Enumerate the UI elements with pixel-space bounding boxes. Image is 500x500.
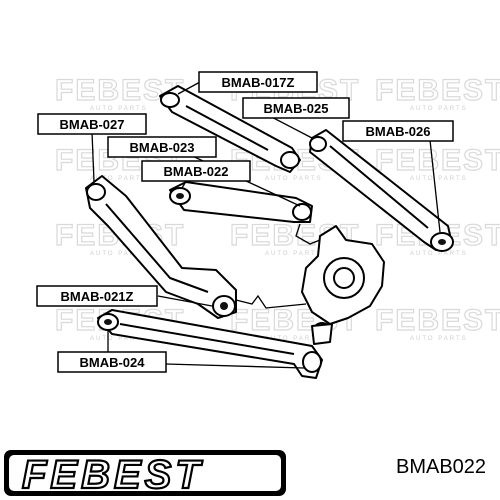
label-026: BMAB-026 [342, 120, 454, 142]
bushing-021z-core [220, 302, 228, 310]
label-box [198, 71, 318, 93]
bushing-022-core [176, 193, 184, 199]
febest-logo: FEBEST [4, 450, 286, 498]
bushing-017z [160, 92, 180, 108]
label-027: BMAB-027 [37, 113, 147, 135]
hub-center [333, 267, 355, 289]
watermark-brand: FEBEST [375, 74, 500, 107]
watermark-brand: FEBEST [375, 304, 500, 337]
label-017z: BMAB-017Z [198, 71, 318, 93]
leader-017z [177, 81, 201, 95]
bushing-026-core [438, 239, 446, 245]
watermark-tagline: AUTO PARTS [265, 336, 323, 342]
leader-026 [429, 139, 441, 233]
label-text: BMAB-021Z [61, 289, 134, 304]
watermark-tagline: AUTO PARTS [265, 176, 323, 182]
trailing-arm-rib [105, 203, 209, 293]
leader-027 [91, 131, 95, 183]
label-box [36, 285, 158, 307]
bushing-025 [309, 136, 327, 152]
part-number: BMAB022 [396, 456, 487, 478]
bushing-024-core [104, 319, 112, 325]
label-023: BMAB-023 [107, 136, 217, 158]
logo-text: FEBEST [22, 453, 204, 497]
label-box [141, 160, 251, 182]
label-text: BMAB-026 [365, 124, 430, 139]
watermark-tagline: AUTO PARTS [410, 336, 468, 342]
bushing-024-outer [302, 351, 322, 373]
label-024: BMAB-024 [57, 351, 167, 373]
label-box [342, 120, 454, 142]
label-box [107, 136, 217, 158]
label-box [57, 351, 167, 373]
label-021z: BMAB-021Z [36, 285, 158, 307]
watermark-tagline: AUTO PARTS [265, 251, 323, 257]
leader-024-b [165, 363, 305, 369]
lower-arm [97, 309, 323, 379]
watermark-tagline: AUTO PARTS [410, 176, 468, 182]
zigzag-link [235, 294, 307, 309]
trailing-arm [85, 175, 237, 319]
label-text: BMAB-027 [59, 117, 124, 132]
label-box [242, 97, 350, 119]
watermark-brand: FEBEST [375, 144, 500, 177]
lower-arm-rib [119, 323, 295, 355]
watermark-tagline: AUTO PARTS [410, 251, 468, 257]
watermark-tagline: AUTO PARTS [90, 176, 148, 182]
watermark-tagline: AUTO PARTS [90, 106, 148, 112]
label-text: BMAB-025 [263, 101, 328, 116]
knuckle-lower-ear [311, 323, 333, 345]
zigzag-link-2 [295, 223, 321, 245]
logo-inner [9, 455, 281, 491]
watermark-tagline: AUTO PARTS [90, 336, 148, 342]
leader-021z [157, 295, 213, 307]
label-text: BMAB-023 [129, 140, 194, 155]
watermark-tagline: AUTO PARTS [90, 251, 148, 257]
toe-link-rib [329, 145, 429, 229]
parts-layer [85, 85, 454, 379]
label-text: BMAB-024 [79, 355, 145, 370]
bushing-017z-outer [280, 151, 300, 169]
upper-arm-rib [185, 105, 269, 151]
label-text: BMAB-017Z [222, 75, 295, 90]
bushing-023 [292, 203, 312, 221]
label-022: BMAB-022 [141, 160, 251, 182]
label-025: BMAB-025 [242, 97, 350, 119]
label-box [37, 113, 147, 135]
label-text: BMAB-022 [163, 164, 228, 179]
watermark-tagline: AUTO PARTS [410, 106, 468, 112]
bushing-027 [86, 183, 106, 201]
